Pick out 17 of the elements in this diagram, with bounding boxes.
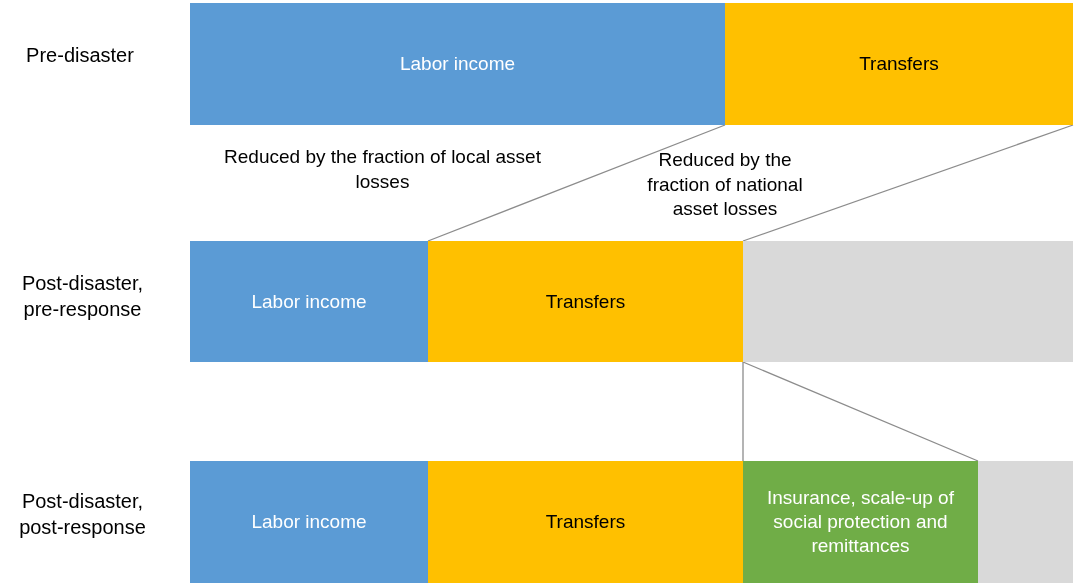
connector-line (742, 361, 744, 462)
bar-segment: Labor income (190, 3, 725, 125)
row-label: Post-disaster, post-response (18, 489, 147, 540)
connector-line (427, 124, 726, 242)
annotation-text: Reduced by the fraction of national asset losses (646, 148, 804, 222)
bar-segment: Labor income (190, 241, 428, 362)
empty-bar-segment (978, 461, 1073, 583)
bar-segment: Transfers (428, 241, 743, 362)
annotation-text: Reduced by the fraction of local asset losses (223, 145, 542, 194)
connector-line (742, 361, 979, 462)
bar-segment: Insurance, scale-up of social protection and remittances (743, 461, 978, 583)
row-label: Pre-disaster (25, 43, 135, 68)
bar-segment: Transfers (725, 3, 1073, 125)
bar-segment: Labor income (190, 461, 428, 583)
connector-line (742, 124, 1074, 242)
bar-segment: Transfers (428, 461, 743, 583)
row-label: Post-disaster, pre-response (20, 271, 145, 322)
